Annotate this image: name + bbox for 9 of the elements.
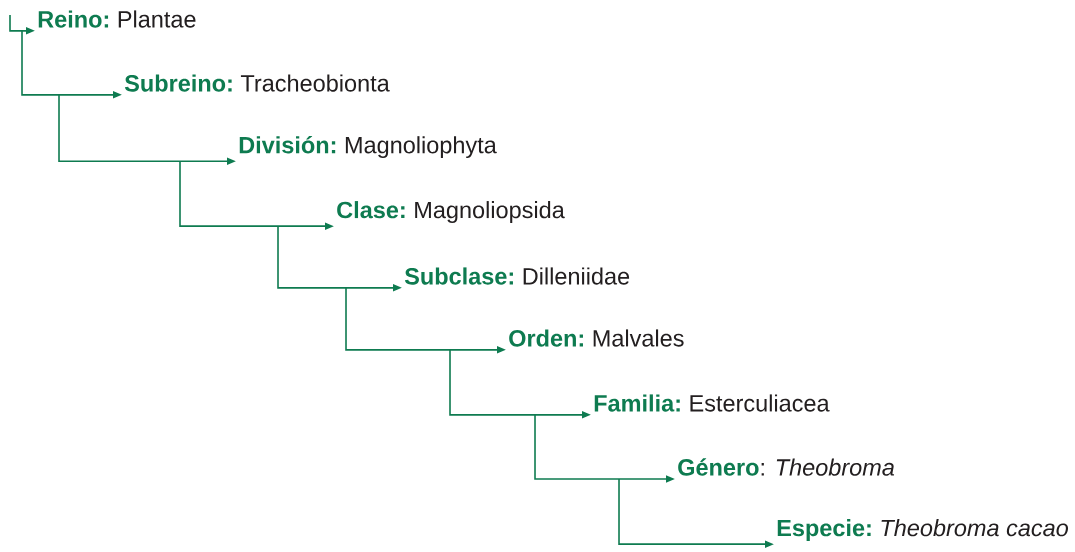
taxon-label: Familia: Esterculiacea: [594, 394, 830, 412]
taxon-label: Género: Theobroma: [678, 458, 895, 476]
taxon-label: Subclase: Dilleniidae: [404, 267, 630, 285]
taxon-label: Clase: Magnoliopsida: [337, 201, 565, 223]
taxon-label: División: Magnoliophyta: [239, 135, 497, 159]
taxon-label: Subreino: Tracheobionta: [124, 74, 390, 92]
taxon-label: Reino: Plantae: [38, 10, 196, 28]
taxon-label: Especie: Theobroma cacao: [777, 519, 1069, 541]
taxon-label: Orden: Malvales: [509, 329, 684, 347]
